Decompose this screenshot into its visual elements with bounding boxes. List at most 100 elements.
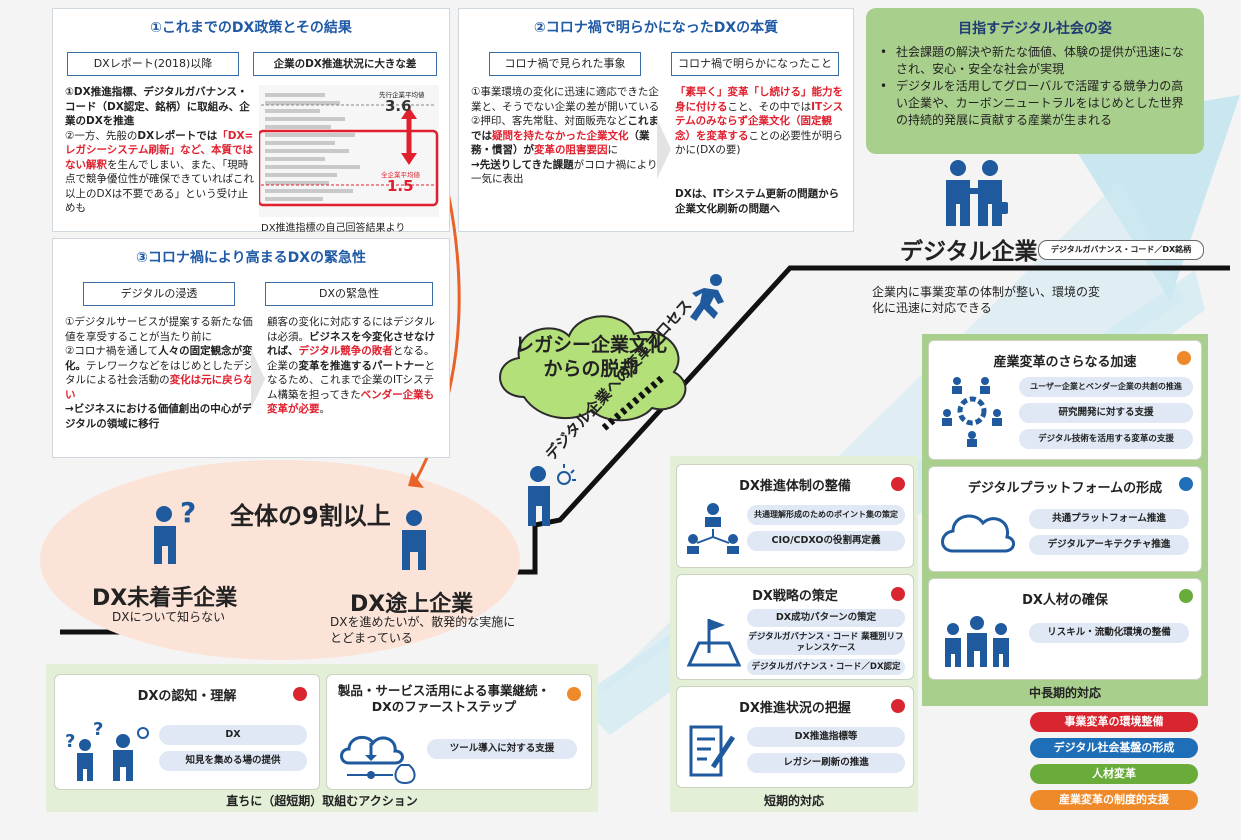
cloud-icon	[941, 514, 1015, 553]
box-title: デジタルプラットフォームの形成	[967, 481, 1163, 496]
right-mid: こと、その中では	[727, 100, 812, 113]
box-title: 産業変革のさらなる加速	[993, 355, 1137, 370]
inprogress-desc: DXを進めたいが、散発的な実施にとどまっている	[330, 615, 516, 645]
box-dx-awareness: DXの認知・理解 ? ? DX 知見を集める場の提供	[54, 674, 320, 790]
goal-bullet-1-text: 社会課題の解決や新たな価値、体験の提供が迅速になされ、安心・安全な社会が実現	[896, 45, 1185, 76]
tag-digital-penetration: デジタルの浸透	[83, 282, 235, 306]
box-digital-platform: デジタルプラットフォームの形成 共通プラットフォーム推進 デジタルアーキテクチャ…	[928, 466, 1202, 572]
right-b-mid: となるため、これまで企業のITシステム構築を担ってきた	[267, 359, 435, 401]
box-dx-talent: DX人材の確保 リスキル・流動化環境の整備	[928, 578, 1202, 680]
pill-rnd-support: 研究開発に対する支援	[1019, 403, 1193, 423]
box-title: DX人材の確保	[1022, 593, 1108, 608]
panel3-right-text: 顧客の変化に対応するにはデジタルは必須。ビジネスを今変化させなければ、デジタル競…	[267, 315, 441, 417]
panel1-text: ①DX推進指標、デジタルガバナンス・コード（DX認定、銘柄）に取組み、企業のDX…	[65, 85, 255, 216]
right-red2: ITシステムのみならず企業文化（固定観念）を変革する	[675, 100, 844, 142]
panel3-left-text: ①デジタルサービスが提案する新たな価値を享受することが当たり前に ②コロナ禍を通…	[65, 315, 255, 431]
legend-environment: 事業変革の環境整備	[1030, 712, 1198, 732]
goal-title: 目指すデジタル社会の姿	[958, 21, 1112, 37]
unstarted-title: DX未着手企業	[92, 586, 238, 611]
goal-bullet-1: •社会課題の解決や新たな価値、体験の提供が迅速になされ、安心・安全な社会が実現	[880, 45, 1185, 76]
handshake-icon	[946, 160, 1008, 226]
legend-talent: 人材変革	[1030, 764, 1198, 784]
panel-title: ②コロナ禍で明らかになったDXの本質	[533, 20, 779, 36]
legend-infrastructure: デジタル社会基盤の形成	[1030, 738, 1198, 758]
left-b-mid: テレワークなどをはじめとしたデジタルによる社会活動の	[65, 359, 254, 387]
digital-company-badge: デジタルガバナンス・コード／DX銘柄	[1038, 240, 1204, 260]
pill-dx-index: DX推進指標等	[747, 727, 905, 747]
box-dx-status: DX推進状況の把握 DX推進指標等 レガシー刷新の推進	[676, 686, 914, 788]
pill-cio-role: CIO/CDXOの役割再定義	[747, 531, 905, 551]
left-b-bold2: （業務・慣習）が	[471, 129, 650, 157]
text-b-pre: ②一方、先般の	[65, 129, 138, 142]
idea-person-icon	[528, 464, 576, 526]
left-b-bold1: これまでは	[471, 115, 659, 142]
right-b-bold: 変革を推進するパートナー	[298, 359, 425, 372]
green-dot-icon	[1179, 589, 1193, 603]
immediate-footer: 直ちに（超短期）取組むアクション	[226, 794, 418, 808]
panel-title: ①これまでのDX政策とその結果	[150, 20, 352, 36]
pill-dx-certification: デジタルガバナンス・コード／DX認定	[747, 659, 905, 675]
text-b-post: を生んでしまい、また、「現時点で競争優位性が確保できていればこれ以上のDXは不要…	[65, 158, 254, 215]
chart-label-bottom: 全企業平均値	[381, 171, 420, 179]
pill-dx: DX	[159, 725, 307, 745]
chart-value-top: 3.6	[385, 97, 412, 115]
majority-label: 全体の9割以上	[230, 502, 391, 530]
running-person-icon	[690, 274, 724, 321]
orange-dot-icon	[567, 687, 581, 701]
left-b-red2: 変革の阻害要因	[534, 144, 608, 156]
panel2-left-text: ①事業環境の変化に迅速に適応できた企業と、そうでない企業の差が開いている ②押印…	[471, 85, 661, 187]
box-dx-strategy: DX戦略の策定 DX成功パターンの策定 デジタルガバナンス・コード 業種別リファ…	[676, 574, 914, 680]
right-b-post: 。	[319, 403, 331, 415]
left-a: ①デジタルサービスが提案する新たな価値を享受することが当たり前に	[65, 316, 253, 343]
unstarted-desc: DXについて知らない	[112, 610, 226, 624]
left-c-post: がコロナ禍により一気に表出	[471, 158, 658, 186]
pill-common-platform: 共通プラットフォーム推進	[1029, 509, 1189, 529]
left-b-pre: ②コロナ禍を通して	[65, 345, 159, 357]
box-title: 製品・サービス活用による事業継続・DXのファーストステップ	[337, 683, 551, 714]
goal-bullet-2-text: デジタルを活用してグローバルで活躍する競争力の高い企業や、カーボンニュートラルを…	[896, 79, 1184, 127]
team-network-icon	[687, 503, 739, 554]
goal-bullet-2: •デジタルを活用してグローバルで活躍する競争力の高い企業や、カーボンニュートラル…	[880, 79, 1184, 127]
box-industry-acceleration: 産業変革のさらなる加速 ユーザー企業とベンダー企業の共創の推進 研究開発に対する…	[928, 340, 1202, 460]
text-b-bold: DXレポートでは	[137, 129, 218, 142]
person-icon	[402, 510, 426, 570]
svg-text:?: ?	[180, 496, 196, 529]
pill-points-collection: 共通理解形成のためのポイント集の策定	[747, 505, 905, 525]
short-term-area: DX推進体制の整備 共通理解形成のためのポイント集の策定 CIO/CDXOの役割…	[670, 456, 918, 812]
left-b-post: に	[607, 144, 619, 156]
pill-reference-cases: デジタルガバナンス・コード 業種別リファレンスケース	[747, 631, 905, 655]
left-c: →ビジネスにおける価値創出の中心がデジタルの領域に移行	[65, 403, 253, 430]
tag-dx-report: DXレポート(2018)以降	[67, 52, 239, 76]
pill-cocreation: ユーザー企業とベンダー企業の共創の推進	[1019, 377, 1193, 397]
gear-people-icon	[942, 377, 1002, 447]
group-people-icon	[945, 616, 1009, 667]
dx-index-chart: 先行企業平均値 3.6 全企業平均値 1.5	[257, 85, 439, 217]
panel-title: ③コロナ禍により高まるDXの緊急性	[136, 250, 366, 266]
svg-text:?: ?	[65, 731, 75, 752]
tag-status-gap: 企業のDX推進状況に大きな差	[253, 52, 437, 76]
left-b-bold: 人々の固定観念が変化。	[65, 345, 253, 372]
pill-knowledge-sharing: 知見を集める場の提供	[159, 751, 307, 771]
box-first-step: 製品・サービス活用による事業継続・DXのファーストステップ ツール導入に対する支…	[326, 674, 592, 790]
panel2-right-text: 「素早く」変革「し続ける」能力を身に付けること、その中ではITシステムのみならず…	[675, 85, 845, 158]
right-red1: 「素早く」変革「し続ける」能力を身に付ける	[675, 86, 843, 113]
mid-term-footer: 中長期的対応	[1028, 686, 1101, 700]
left-b-pre: ②押印、客先常駐、対面販売など	[471, 115, 628, 127]
right-b-pre: 企業の	[267, 359, 299, 372]
goal-bullets: •社会課題の解決や新たな価値、体験の提供が迅速になされ、安心・安全な社会が実現 …	[880, 44, 1190, 129]
chart-label-top: 先行企業平均値	[379, 91, 425, 99]
panel-covid-essence: ②コロナ禍で明らかになったDXの本質 コロナ禍で見られた事象 コロナ禍で明らかに…	[458, 8, 854, 232]
chart-caption: DX推進指標の自己回答結果より	[261, 223, 406, 234]
red-dot-icon	[891, 477, 905, 491]
pill-reskill: リスキル・流動化環境の整備	[1029, 623, 1189, 643]
flag-map-icon	[686, 619, 741, 667]
short-term-footer: 短期的対応	[763, 794, 824, 808]
right-a-red: デジタル競争の敗者	[298, 345, 393, 357]
box-title: DX戦略の策定	[752, 589, 838, 604]
cloud-text: レガシー企業文化からの脱却	[514, 334, 667, 380]
chart-bars	[257, 93, 439, 207]
left-a: ①事業環境の変化に迅速に適応できた企業と、そうでない企業の差が開いている	[471, 86, 660, 113]
tag-covid-revealed: コロナ禍で明らかになったこと	[671, 52, 839, 76]
right-a-bold: ビジネスを今変化させなければ、	[267, 330, 435, 358]
pill-tool-support: ツール導入に対する支援	[427, 739, 577, 759]
